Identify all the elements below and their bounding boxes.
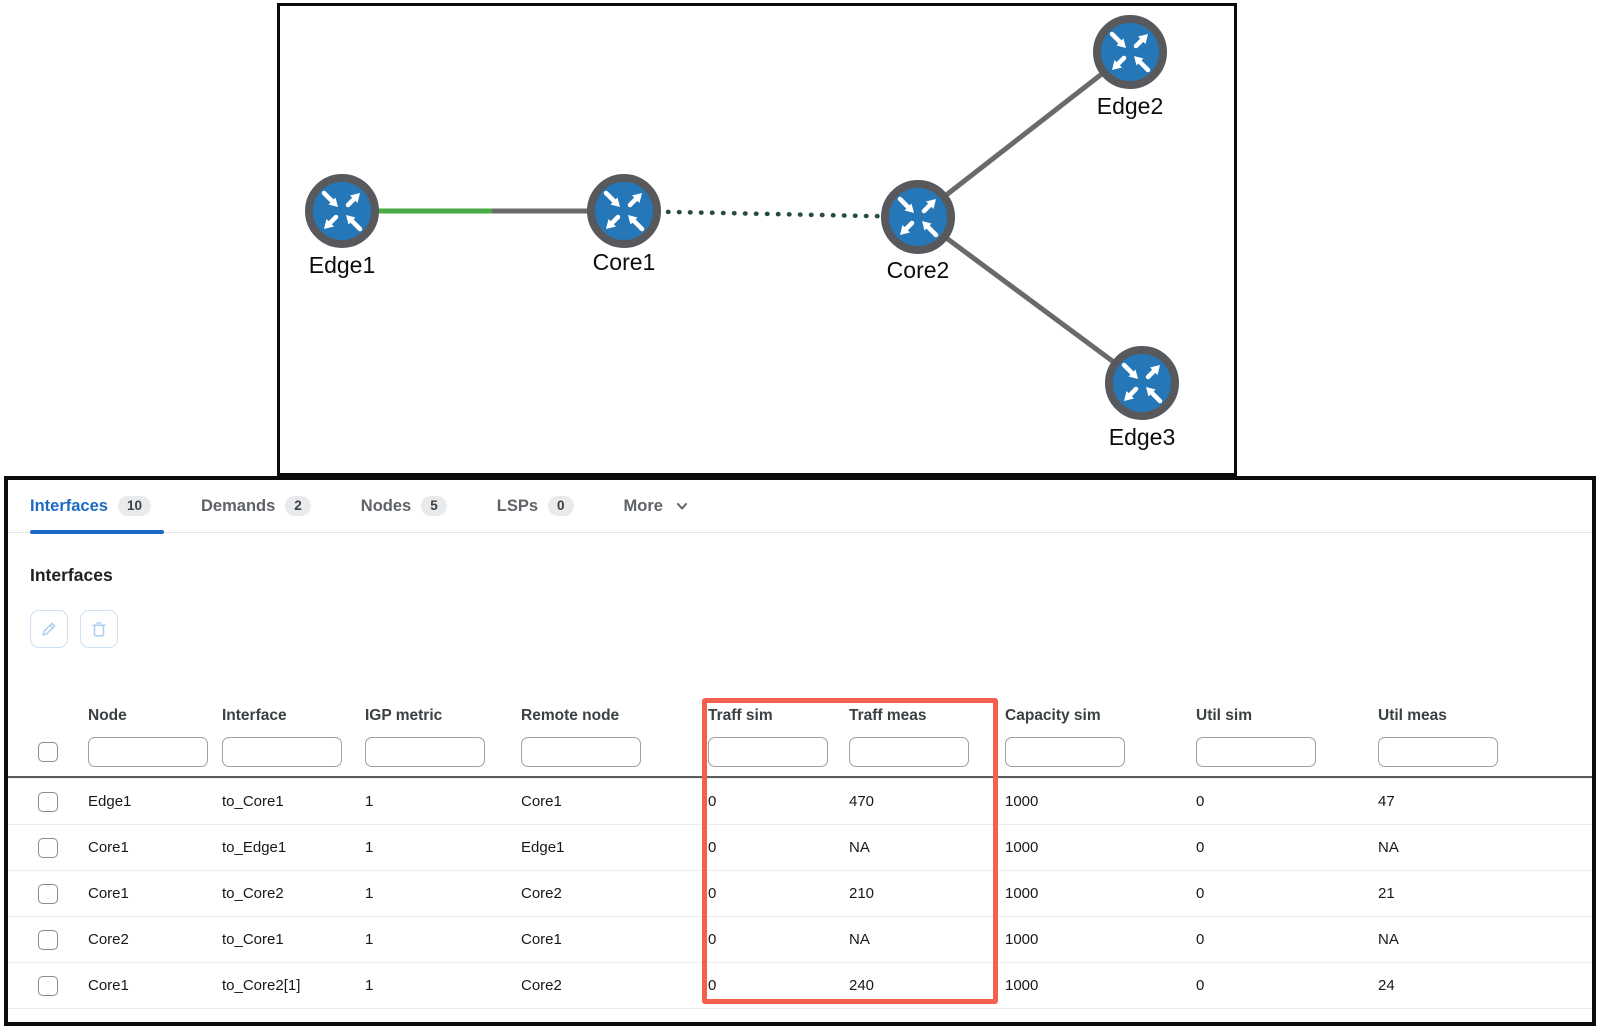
tab-nodes[interactable]: Nodes 5 [361,496,447,516]
filter-input-remote-node[interactable] [521,737,641,767]
node-edge1[interactable] [305,174,379,248]
interfaces-table: Node Interface IGP metric Remote node Tr… [8,704,1592,1009]
node-core1-ring [587,174,661,248]
row-checkbox[interactable] [38,837,58,858]
col-header-interface: Interface [222,707,287,724]
filter-input-traff-meas[interactable] [849,737,969,767]
details-panel: Interfaces 10 Demands 2 Nodes 5 LSPs 0 M… [4,476,1596,1026]
table-row[interactable]: Edge1 to_Core1 1 Core1 0 470 1000 0 47 [8,778,1592,824]
row-checkbox[interactable] [38,929,58,950]
tab-demands-label: Demands [201,496,276,515]
node-core2[interactable] [881,180,955,254]
tab-nodes-count-badge: 5 [421,496,447,516]
filter-input-igp-metric[interactable] [365,737,485,767]
node-edge2[interactable] [1093,15,1167,89]
table-row[interactable]: Core1 to_Core2 1 Core2 0 210 1000 0 21 [8,870,1592,916]
topology-canvas: Edge1 Core1 Core2 Edge2 Edge3 [277,3,1237,476]
col-header-remote-node: Remote node [521,707,620,724]
col-header-util-meas: Util meas [1378,707,1447,724]
row-checkbox[interactable] [38,883,58,904]
node-label-core2: Core2 [887,257,950,283]
tab-interfaces-label: Interfaces [30,496,108,515]
node-edge3-ring [1105,346,1179,420]
select-all-checkbox[interactable] [38,742,58,762]
row-checkbox[interactable] [38,791,58,812]
col-header-igp-metric: IGP metric [365,707,443,724]
tab-lsps[interactable]: LSPs 0 [497,496,574,516]
chevron-down-icon [676,503,687,510]
col-header-traff-sim: Traff sim [708,707,773,724]
header-body-divider [8,776,1592,778]
table-filter-row [8,728,1592,776]
tab-interfaces[interactable]: Interfaces 10 [30,496,151,516]
edit-button[interactable] [30,610,68,648]
table-row[interactable]: Core1 to_Edge1 1 Edge1 0 NA 1000 0 NA [8,824,1592,870]
filter-input-node[interactable] [88,737,208,767]
tab-demands[interactable]: Demands 2 [201,496,311,516]
node-label-edge1: Edge1 [309,252,376,278]
filter-input-util-meas[interactable] [1378,737,1498,767]
table-row[interactable]: Core2 to_Core1 1 Core1 0 NA 1000 0 NA [8,916,1592,962]
pencil-icon [42,622,56,636]
link-core2-edge2[interactable] [916,50,1132,219]
page-title: Interfaces [30,565,113,585]
delete-button[interactable] [80,610,118,648]
tab-bar: Interfaces 10 Demands 2 Nodes 5 LSPs 0 M… [8,480,1592,534]
filter-input-util-sim[interactable] [1196,737,1316,767]
row-checkbox[interactable] [38,975,58,996]
link-core1-core2-dotted[interactable] [621,208,921,220]
col-header-capacity-sim: Capacity sim [1005,707,1101,724]
node-label-edge2: Edge2 [1097,93,1164,119]
table-header-row: Node Interface IGP metric Remote node Tr… [8,704,1592,728]
node-core1[interactable] [587,174,661,248]
active-tab-indicator [30,530,164,534]
node-edge3[interactable] [1105,346,1179,420]
col-header-util-sim: Util sim [1196,707,1252,724]
filter-input-interface[interactable] [222,737,342,767]
node-edge2-ring [1093,15,1167,89]
col-header-node: Node [88,707,127,724]
topology-svg: Edge1 Core1 Core2 Edge2 Edge3 [305,15,1179,450]
node-core2-ring [881,180,955,254]
filter-input-traff-sim[interactable] [708,737,828,767]
tab-lsps-count-badge: 0 [548,496,574,516]
tab-demands-count-badge: 2 [285,496,311,516]
link-core2-edge3[interactable] [916,214,1144,386]
col-header-traff-meas: Traff meas [849,707,927,724]
node-label-edge3: Edge3 [1109,424,1176,450]
tab-more[interactable]: More [624,497,689,516]
tab-interfaces-count-badge: 10 [117,496,151,516]
node-label-core1: Core1 [593,249,656,275]
node-edge1-ring [305,174,379,248]
table-row[interactable]: Core1 to_Core2[1] 1 Core2 0 240 1000 0 2… [8,962,1592,1009]
tab-lsps-label: LSPs [496,496,539,515]
tab-more-label: More [623,496,663,515]
trash-icon [92,622,106,637]
table-toolbar [30,610,118,648]
filter-input-capacity-sim[interactable] [1005,737,1125,767]
tab-nodes-label: Nodes [360,496,412,515]
